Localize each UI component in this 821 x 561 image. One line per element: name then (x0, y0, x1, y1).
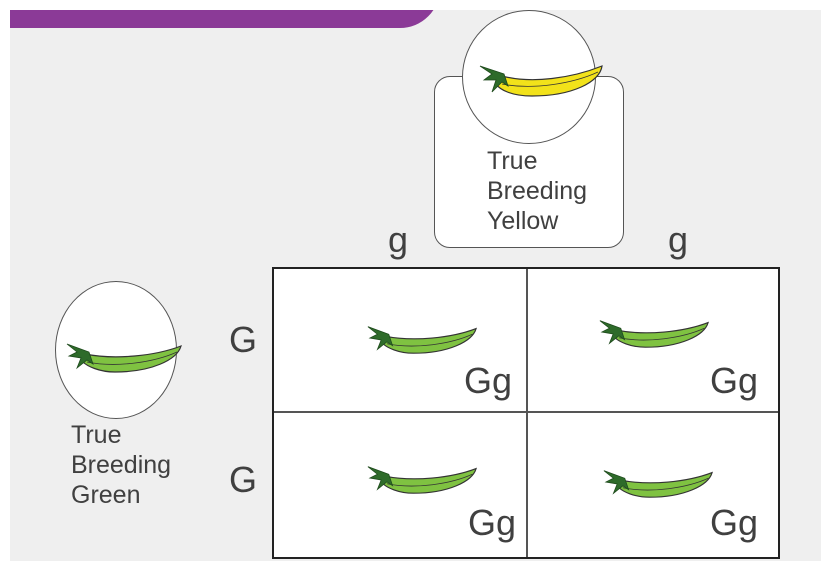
label-line: Yellow (487, 206, 587, 236)
grid-divider (526, 269, 528, 557)
cell-genotype: Gg (468, 503, 516, 543)
row-allele: G (229, 320, 257, 360)
punnett-grid: Gg Gg Gg Gg (272, 267, 780, 559)
cell-genotype: Gg (464, 361, 512, 401)
grid-divider (274, 411, 778, 413)
column-allele: g (388, 220, 408, 260)
green-pea-pod-icon (598, 313, 710, 353)
green-pea-pod-icon (65, 336, 183, 378)
label-line: Green (71, 480, 171, 510)
green-pea-pod-icon (602, 463, 714, 503)
label-line: True (487, 146, 587, 176)
green-pea-pod-icon (366, 319, 478, 359)
column-allele: g (668, 220, 688, 260)
green-parent-label: True Breeding Green (71, 420, 171, 510)
label-line: Breeding (487, 176, 587, 206)
yellow-pea-pod-icon (472, 54, 604, 104)
label-line: True (71, 420, 171, 450)
row-allele: G (229, 460, 257, 500)
yellow-parent-label: True Breeding Yellow (487, 146, 587, 236)
label-line: Breeding (71, 450, 171, 480)
accent-bar (10, 10, 440, 28)
green-pea-pod-icon (366, 459, 478, 499)
cell-genotype: Gg (710, 503, 758, 543)
cell-genotype: Gg (710, 361, 758, 401)
punnett-square-diagram: True Breeding Yellow True Breeding Green… (10, 10, 821, 561)
